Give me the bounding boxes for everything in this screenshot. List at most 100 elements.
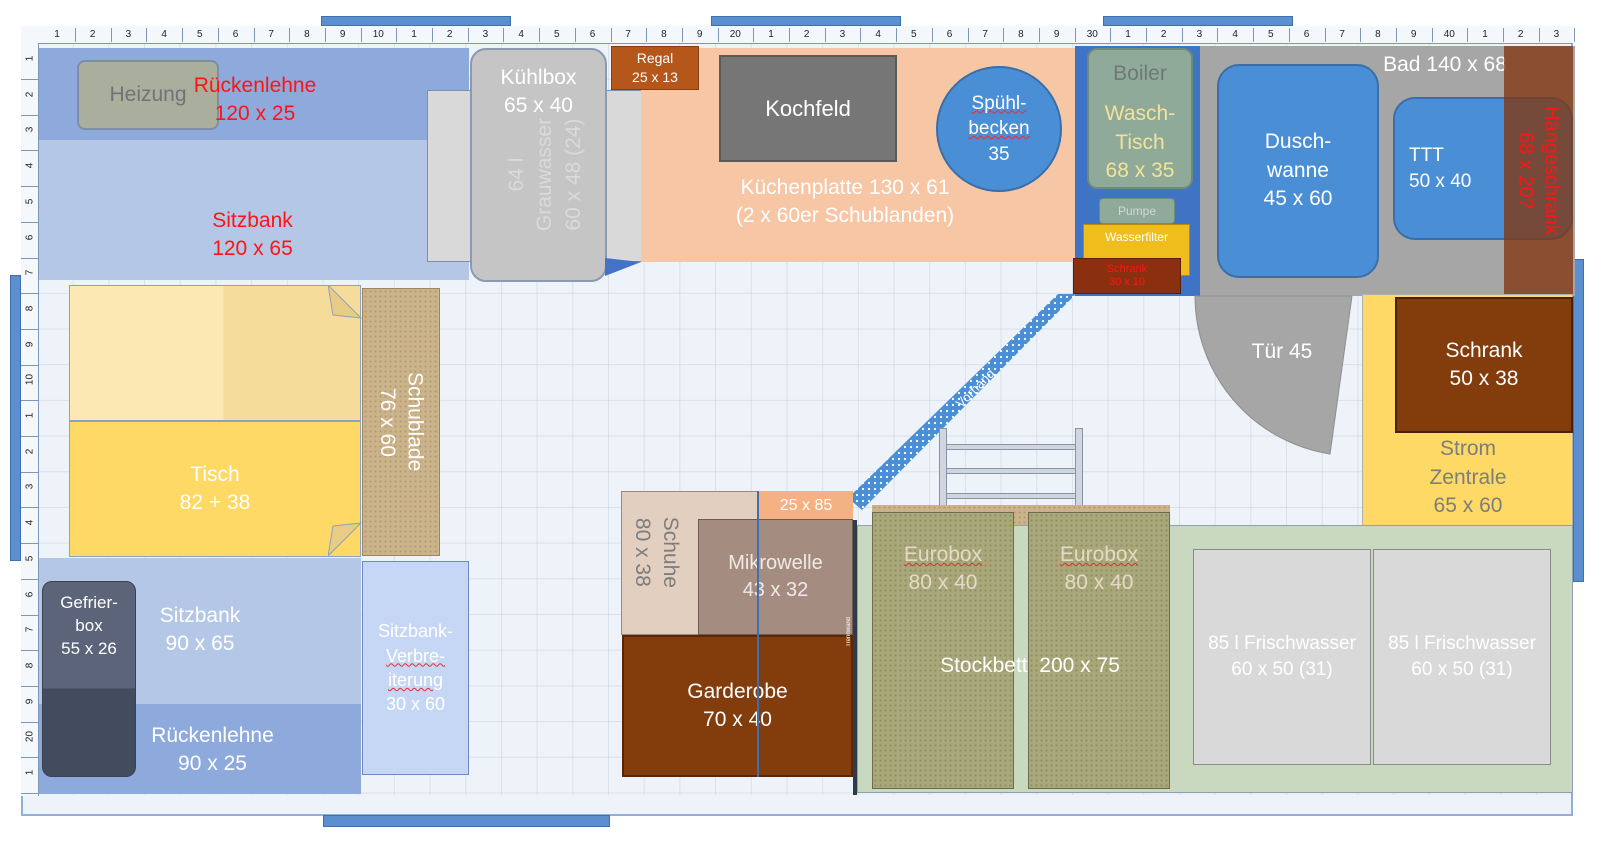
- small-cabinet-size: 30 x 10: [1108, 276, 1146, 288]
- ladder-rung-3: [946, 493, 1076, 499]
- ruler-top-tick: 20: [717, 28, 755, 42]
- fresh-water-2-size: 60 x 50 (31): [1411, 659, 1513, 680]
- bench-ext-line1: Sitzbank-: [377, 621, 454, 642]
- freezer-box: Gefrier- box 55 x 26: [42, 581, 136, 777]
- ruler-top-tick: 7: [967, 28, 1005, 42]
- small-cabinet-name: Schrank: [1106, 262, 1148, 275]
- cabinet-size: 50 x 38: [1449, 367, 1519, 390]
- ruler-top-tick: 3: [467, 28, 505, 42]
- freezer-line3: 55 x 26: [61, 638, 117, 658]
- wardrobe-name: Garderobe: [687, 679, 788, 703]
- backrest-top-name: Rückenlehne: [193, 73, 317, 97]
- ruler-left-tick: 10: [21, 364, 39, 402]
- kitchen-label: Küchenplatte 130 x 61 (2 x 60er Schublan…: [690, 170, 1000, 234]
- ruler-top-tick: 2: [432, 28, 469, 42]
- ruler-top-tick: 8: [646, 28, 683, 42]
- ruler-left-tick-label: 5: [24, 198, 36, 205]
- shoe-rack-name: Schuhe: [659, 516, 683, 588]
- cabinet: Schrank 50 x 38: [1395, 297, 1573, 433]
- window-top-right: [1103, 16, 1293, 26]
- ruler-top-tick: 7: [253, 28, 291, 42]
- ruler-top-tick: 1: [1467, 28, 1504, 42]
- wardrobe-divider: [757, 491, 759, 777]
- ruler-top-tick: 3: [824, 28, 862, 42]
- microwave-size: 43 x 32: [742, 579, 809, 601]
- kitchen-note: (2 x 60er Schublanden): [735, 204, 955, 227]
- ruler-left-tick-label: 4: [24, 519, 36, 526]
- ruler-left-tick-label: 4: [24, 162, 36, 169]
- power-line2: Zentrale: [1429, 465, 1507, 489]
- table-fold-top: [328, 285, 362, 319]
- ruler-top-tick: 1: [39, 28, 76, 42]
- drawer: Schublade 76 x 60: [362, 288, 440, 556]
- toilet-name: TTT: [1409, 144, 1444, 166]
- ruler-left-tick: 2: [21, 79, 39, 116]
- ruler-top-tick: 2: [75, 28, 112, 42]
- shelf: Regal 25 x 13: [611, 46, 699, 90]
- eurobox-2-name: Eurobox: [1059, 543, 1139, 566]
- sink: Spühl- becken 35: [936, 66, 1062, 192]
- shoe-rack-label: Schuhe 80 x 38: [628, 496, 684, 608]
- hanging-cabinet: [1504, 46, 1573, 296]
- partition-text: Trennwand: [846, 617, 852, 647]
- shower-line2: wanne: [1267, 158, 1329, 182]
- cabinet-name: Schrank: [1445, 338, 1523, 362]
- ruler-top-tick: 3: [110, 28, 148, 42]
- hanging-cabinet-size: 68 x 20?: [1514, 131, 1537, 209]
- ruler-left-tick-label: 2: [24, 91, 36, 97]
- shoe-rack-size: 80 x 38: [631, 517, 655, 587]
- power-label: Strom Zentrale 65 x 60: [1380, 432, 1556, 524]
- bath-label: Bad 140 x 68: [1383, 52, 1507, 76]
- boiler-label: Boiler: [1113, 62, 1167, 85]
- greywater-label: 64 l Grauwasser 60 x 48 (24): [505, 110, 585, 240]
- ruler-top-tick: 2: [1503, 28, 1540, 42]
- table-extension: [69, 285, 361, 421]
- bench-top-label: Sitzbank 120 x 65: [170, 205, 335, 265]
- ruler-top-tick: 5: [539, 28, 576, 42]
- greywater-corner: [605, 258, 641, 276]
- freezer-line2: box: [75, 615, 103, 635]
- bench-ext-line3: iterung: [387, 670, 444, 690]
- ruler-top-tick: 3: [1538, 28, 1576, 42]
- ruler-left-tick-label: 9: [24, 698, 36, 704]
- hanging-cabinet-name: Hängeschrank: [1540, 105, 1563, 235]
- bench-top-size: 120 x 65: [212, 237, 293, 260]
- ruler-left-tick-label: 10: [24, 374, 36, 386]
- ruler-left-tick-label: 6: [24, 234, 36, 240]
- sink-line2: becken: [968, 118, 1030, 140]
- backrest-bottom-label: Rückenlehne 90 x 25: [140, 718, 285, 782]
- ruler-left-tick-label: 2: [24, 448, 36, 454]
- shower-tray: Dusch- wanne 45 x 60: [1217, 64, 1379, 278]
- table-name: Tisch: [190, 462, 240, 486]
- ruler-left-tick: 6: [21, 222, 39, 259]
- ruler-left-tick-label: 3: [24, 484, 36, 490]
- ruler-top-tick: 30: [1074, 28, 1112, 42]
- bench-bottom-name: Sitzbank: [159, 603, 241, 627]
- water-filter-label: Wasserfilter: [1105, 230, 1168, 244]
- ruler-top-tick: 8: [1360, 28, 1397, 42]
- ruler-top-tick: 10: [360, 28, 398, 42]
- bunk-label: Stockbett 200 x 75: [920, 648, 1140, 684]
- stove-label: Kochfeld: [765, 95, 851, 121]
- backrest-bottom-size: 90 x 25: [178, 752, 247, 775]
- drawer-size: 76 x 60: [376, 387, 399, 457]
- ruler-top-tick: 2: [789, 28, 826, 42]
- backrest-top-label: Rückenlehne 120 x 25: [180, 70, 330, 130]
- window-top-left: [321, 16, 511, 26]
- ruler-left-tick: 5: [21, 543, 39, 580]
- ruler-top-tick: 5: [1253, 28, 1290, 42]
- ruler-left-tick-label: 7: [24, 269, 36, 276]
- bath-title: Bad 140 x 68: [1360, 50, 1530, 80]
- ruler-left-tick: 1: [21, 757, 39, 794]
- door-bottom: [323, 815, 610, 827]
- ruler-left-tick: 20: [21, 721, 39, 759]
- ruler-left-tick: 3: [21, 114, 39, 152]
- ruler-left-tick: 6: [21, 579, 39, 616]
- ruler-left-tick: 1: [21, 400, 39, 437]
- ruler-top-tick: 8: [289, 28, 326, 42]
- cooler-size: 65 x 40: [504, 94, 573, 118]
- pump: Pumpe: [1099, 198, 1175, 224]
- ruler-top-tick: 9: [1396, 28, 1433, 42]
- partition-wall: [853, 520, 857, 795]
